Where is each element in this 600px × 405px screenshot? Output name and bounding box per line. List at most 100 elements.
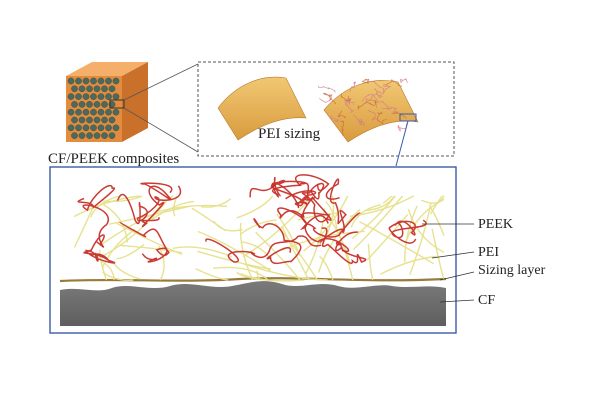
pei-fiber (319, 255, 334, 281)
pei-fiber (213, 266, 269, 281)
peek-chain (388, 219, 427, 244)
fiber-end (101, 132, 108, 139)
polymer-chain (374, 88, 383, 99)
fiber-end (97, 124, 105, 132)
composites-label: CF/PEEK composites (48, 151, 180, 167)
pei-fiber (236, 195, 274, 219)
fiber-end (105, 93, 112, 100)
zoom-line-lower (123, 107, 199, 153)
pei-fiber (172, 246, 232, 258)
pei-leader-line (431, 251, 475, 259)
fiber-end (67, 124, 75, 132)
fiber-end (97, 108, 105, 116)
polymer-chain (349, 81, 357, 93)
peek-chain (277, 196, 332, 231)
polymer-chain (340, 120, 345, 137)
polymer-chain (329, 115, 340, 123)
pei-fiber (429, 195, 443, 215)
fiber-end (108, 116, 116, 124)
fiber-end (101, 101, 108, 108)
pei-fiber-network (73, 195, 445, 282)
peek-chain (300, 182, 331, 225)
pei-fiber (102, 271, 134, 281)
fiber-end (86, 101, 93, 108)
fiber-end (86, 85, 93, 93)
fiber-end (75, 93, 82, 100)
pei-fiber (236, 271, 268, 281)
polymer-chain (323, 92, 336, 105)
pei-fiber (200, 198, 232, 208)
fiber-end (82, 124, 90, 132)
fiber-end (67, 108, 75, 116)
pei-fiber (367, 243, 374, 280)
polymer-chain (343, 100, 355, 106)
polymer-chain (337, 110, 347, 118)
composite-block-top (66, 62, 148, 76)
fiber-end (93, 85, 101, 93)
sizing-layer-leader-line (439, 271, 475, 281)
entangled-chain-sheet (323, 80, 419, 143)
pei-fiber (99, 214, 152, 247)
pei-fiber (379, 255, 438, 276)
pei-fiber (350, 204, 382, 228)
fiber-end (75, 108, 82, 116)
fiber-end (93, 116, 101, 124)
polymer-chain (361, 78, 370, 85)
pei-fiber (103, 195, 143, 203)
composite-block (66, 62, 148, 142)
pei-fiber (197, 250, 271, 270)
polymer-chain (400, 78, 408, 84)
pei-sizing-label: PEI sizing (258, 126, 321, 142)
pei-fiber (405, 198, 445, 242)
sizing-zoom-panel (197, 61, 455, 157)
pei-fiber (213, 220, 243, 232)
fiber-end (112, 77, 120, 85)
fiber-end (78, 85, 86, 93)
pei-fiber (382, 195, 393, 204)
carbon-fiber-surface (60, 281, 446, 326)
peek-chain-network (77, 174, 427, 265)
pei-fiber (195, 268, 229, 281)
polymer-chain (362, 93, 379, 102)
polymer-chain (367, 81, 385, 95)
peek-chain (205, 235, 322, 263)
sizing-layer-label: Sizing layer (478, 263, 546, 278)
pei-fiber (157, 204, 228, 213)
composite-block-side (122, 62, 148, 142)
polymer-chain (376, 112, 387, 125)
cf-label: CF (478, 293, 496, 308)
pei-fiber (243, 263, 328, 281)
fiber-end (97, 77, 105, 85)
fiber-end (90, 108, 97, 116)
pei-fiber (409, 203, 432, 275)
fiber-end (86, 116, 93, 124)
fiber-end (112, 108, 120, 116)
fiber-end (75, 77, 82, 85)
zoom-marker (109, 99, 125, 109)
pei-fiber (359, 221, 434, 265)
polymer-chain (385, 79, 402, 87)
pei-fiber (353, 195, 404, 251)
polymer-chain (383, 84, 392, 94)
pei-fiber (73, 195, 141, 218)
fiber-end (71, 116, 78, 124)
fiber-end (78, 116, 86, 124)
peek-chain (249, 174, 330, 198)
peek-chain (83, 234, 116, 264)
zoom-line-upper (123, 63, 199, 101)
pei-fiber (103, 204, 129, 243)
fiber-end (108, 132, 116, 139)
peek-chain (319, 178, 347, 244)
fiber-end (71, 132, 78, 139)
peek-label: PEEK (478, 217, 513, 232)
pei-fiber (239, 219, 277, 235)
fiber-end (67, 93, 75, 100)
pei-fiber (431, 228, 445, 281)
fiber-end (105, 77, 112, 85)
pei-fiber (404, 205, 418, 263)
peek-chain (253, 218, 302, 265)
pei-fiber (240, 272, 305, 282)
fiber-end-grid (67, 77, 120, 139)
pei-fiber (239, 222, 254, 281)
